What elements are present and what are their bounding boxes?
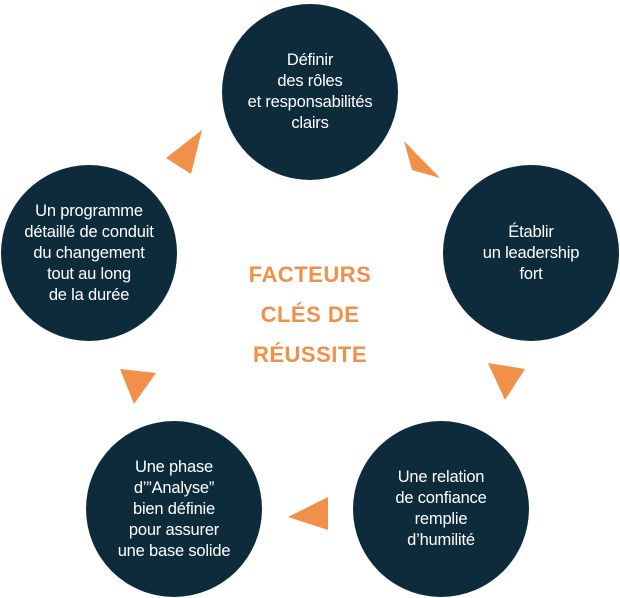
node-analyse: Une phase d’”Analyse” bien définie pour …: [86, 421, 262, 597]
node-confiance: Une relation de confiance remplie d’humi…: [353, 421, 529, 597]
arrow-roles-to-leadership-icon: [404, 141, 440, 178]
node-leadership-label: Établir un leadership fort: [482, 222, 580, 283]
node-confiance-label: Une relation de confiance remplie d’humi…: [395, 468, 487, 549]
node-analyse-label: Une phase d’”Analyse” bien définie pour …: [117, 457, 231, 560]
node-leadership: Établir un leadership fort: [443, 165, 619, 341]
arrow-leadership-to-confiance-icon: [488, 363, 525, 400]
arrow-programme-to-roles-icon: [166, 130, 202, 174]
arrow-confiance-to-analyse-icon: [288, 497, 328, 530]
node-roles: Définir des rôles et responsabilités cla…: [222, 4, 398, 180]
arrow-analyse-to-programme-icon: [120, 369, 156, 404]
node-programme: Un programme détaillé de conduit du chan…: [1, 165, 177, 341]
node-roles-label: Définir des rôles et responsabilités cla…: [247, 51, 373, 132]
node-programme-label: Un programme détaillé de conduit du chan…: [24, 201, 154, 304]
center-title: FACTEURS CLÉS DE RÉUSSITE: [248, 262, 372, 367]
